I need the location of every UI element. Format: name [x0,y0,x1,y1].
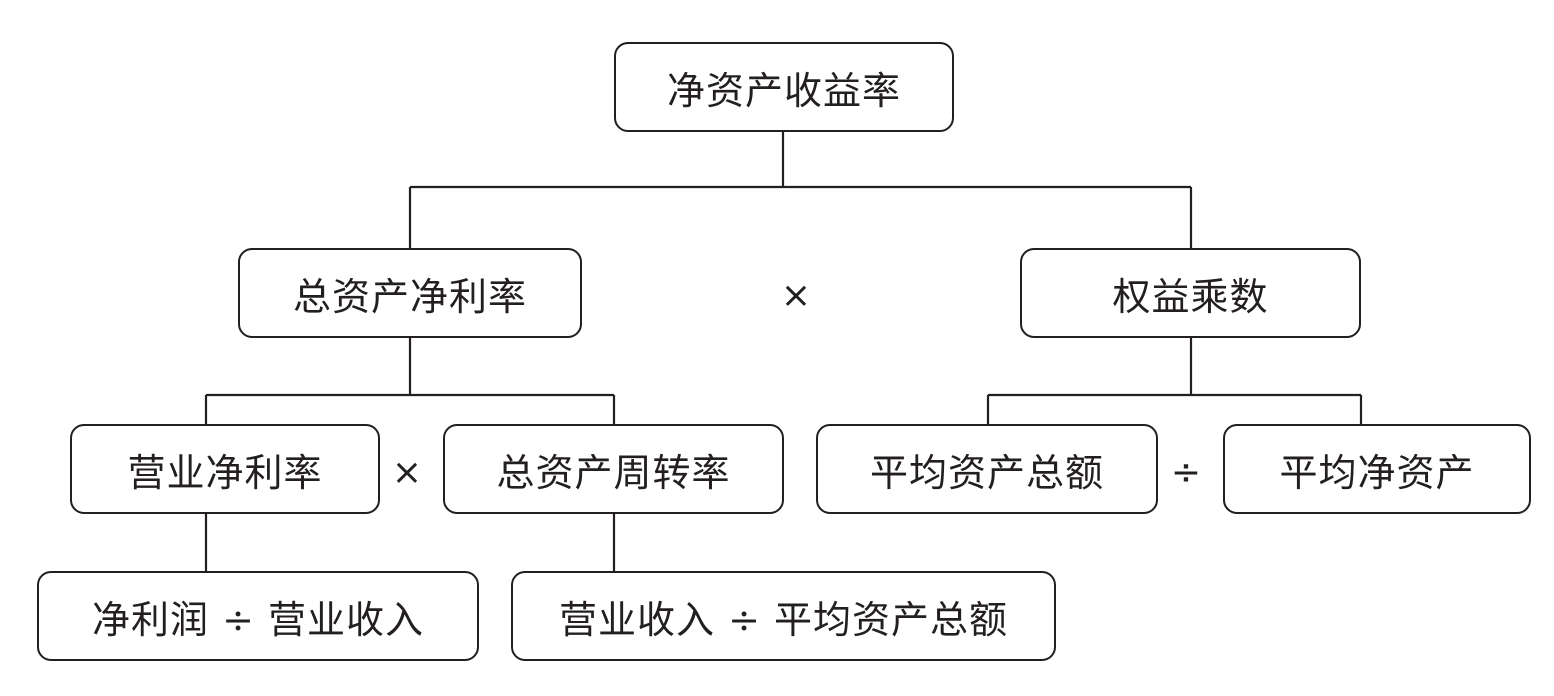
node-average-total-assets: 平均资产总额 [816,424,1158,514]
multiply-operator: × [780,274,812,316]
node-average-net-assets: 平均净资产 [1223,424,1531,514]
node-total-asset-turnover: 总资产周转率 [443,424,784,514]
node-label: 净资产收益率 [666,68,901,113]
node-label: 权益乘数 [1112,274,1269,319]
multiply-operator: × [391,451,423,493]
node-return-on-assets: 总资产净利率 [238,248,582,338]
node-label: 平均资产总额 [869,450,1104,495]
node-net-profit-margin: 营业净利率 [70,424,380,514]
divide-operator: ÷ [1170,451,1202,493]
node-net-profit-margin-formula: 净利润 ÷ 营业收入 [37,571,479,661]
node-label: 总资产周转率 [496,450,731,495]
node-total-asset-turnover-formula: 营业收入 ÷ 平均资产总额 [511,571,1056,661]
node-equity-multiplier: 权益乘数 [1020,248,1361,338]
node-label: 平均净资产 [1279,450,1475,495]
node-return-on-equity: 净资产收益率 [614,42,954,132]
node-label: 营业净利率 [127,450,323,495]
node-label: 营业收入 ÷ 平均资产总额 [559,597,1008,642]
node-label: 净利润 ÷ 营业收入 [92,597,424,642]
node-label: 总资产净利率 [292,274,527,319]
